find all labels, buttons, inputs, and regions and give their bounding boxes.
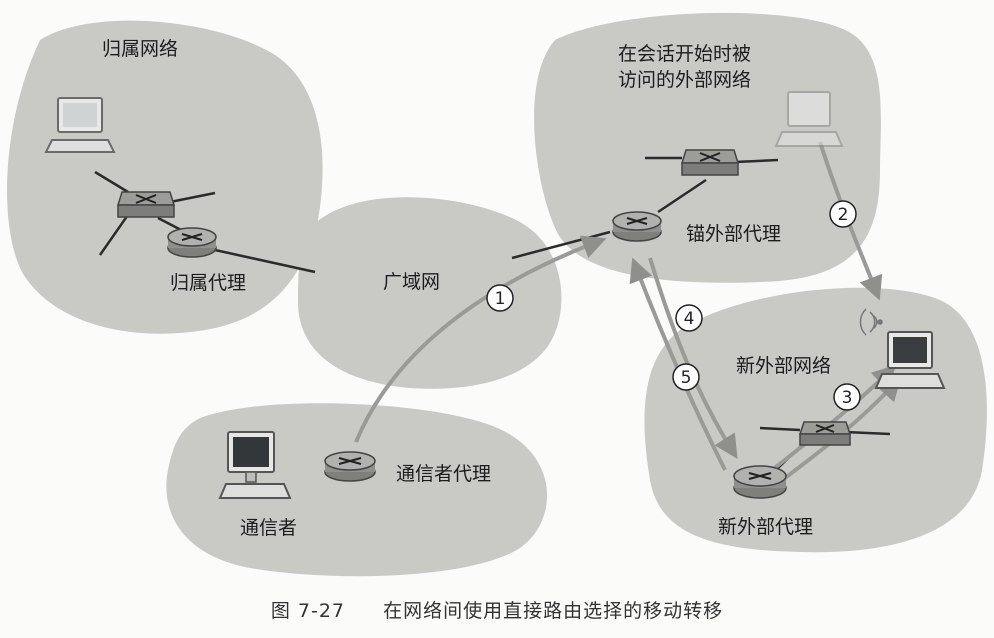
anchor-agent-label: 锚外部代理 (686, 223, 781, 245)
step-number: 2 (838, 205, 849, 225)
switch-icon (680, 149, 740, 176)
mobility-diagram: 1 2 3 4 5 归属网络 归属代理 广域网 在会话开始时被 访问的外部网络 … (7, 12, 987, 577)
router-icon (733, 465, 787, 499)
mobile-laptop-icon (874, 331, 946, 389)
wireless-signal-icon (859, 308, 883, 336)
step-marker-1: 1 (486, 284, 514, 312)
visited-network-label-line1: 在会话开始时被 (618, 43, 751, 65)
step-marker-4: 4 (675, 304, 703, 332)
caption-text: 在网络间使用直接路由选择的移动转移 (383, 600, 724, 622)
laptop-icon (44, 97, 116, 153)
figure-number: 图 7-27 (270, 600, 346, 622)
visited-network-label-line2: 访问的外部网络 (618, 69, 751, 91)
desktop-computer-icon (218, 431, 292, 499)
figure-caption: 图 7-27 在网络间使用直接路由选择的移动转移 (0, 596, 994, 623)
switch-icon (116, 191, 176, 218)
laptop-icon (774, 91, 844, 147)
step-marker-2: 2 (829, 200, 857, 228)
switch-icon (798, 421, 852, 446)
step-number: 3 (842, 388, 853, 408)
wan-cloud (298, 197, 562, 389)
home-network-label: 归属网络 (102, 38, 178, 60)
step-marker-5: 5 (672, 363, 700, 391)
wan-label: 广域网 (383, 271, 440, 293)
home-network-cloud (7, 20, 323, 334)
router-icon (324, 451, 376, 482)
correspondent-label: 通信者 (240, 517, 297, 539)
correspondent-agent-label: 通信者代理 (396, 463, 491, 485)
step-marker-3: 3 (833, 383, 861, 411)
new-foreign-agent-label: 新外部代理 (718, 516, 813, 538)
new-foreign-network-label: 新外部网络 (736, 355, 831, 377)
home-agent-label: 归属代理 (170, 272, 246, 294)
router-icon (167, 227, 217, 258)
step-number: 4 (684, 309, 695, 329)
step-number: 5 (681, 368, 692, 388)
step-number: 1 (495, 289, 506, 309)
router-icon (612, 211, 662, 242)
